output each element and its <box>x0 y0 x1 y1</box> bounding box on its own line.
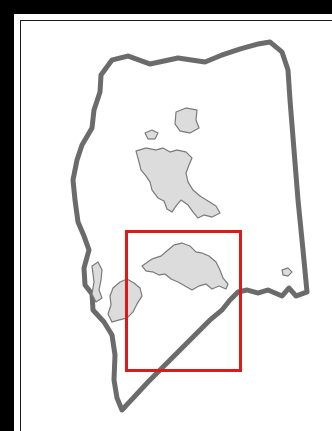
urban-area-far-west <box>91 261 103 303</box>
urban-area-east-small <box>281 267 293 277</box>
inner-frame <box>20 20 332 431</box>
urban-area-central-north <box>135 147 221 219</box>
county-boundary <box>70 39 310 413</box>
highlight-box <box>125 230 242 372</box>
urban-area-central <box>141 242 229 291</box>
urban-area-tiny-northwest <box>144 129 159 140</box>
urban-areas <box>91 107 293 323</box>
urban-area-small-north <box>174 107 200 134</box>
